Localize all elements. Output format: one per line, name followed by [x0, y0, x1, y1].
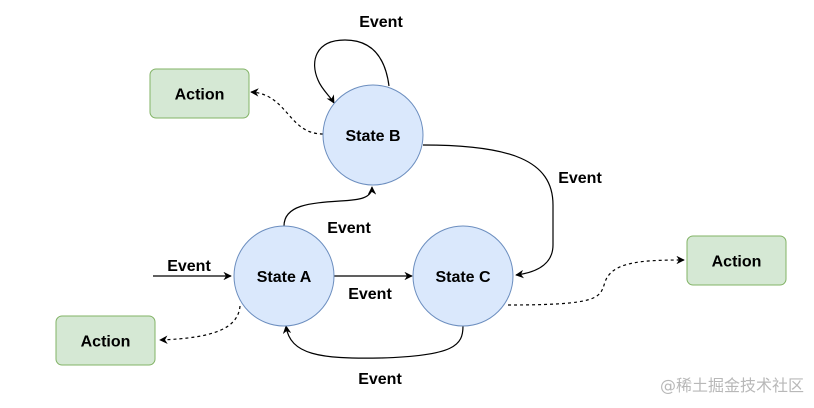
edge-b-self-loop [314, 39, 390, 104]
edge-a-to-b [283, 186, 377, 227]
action-node-top-left: Action [149, 68, 250, 119]
action-label-right: Action [712, 254, 762, 271]
edge-c-to-a [282, 325, 464, 359]
edge-c-to-action-right [507, 255, 685, 306]
event-label-a-to-c: Event [348, 286, 392, 303]
action-label-bottom-left: Action [81, 334, 131, 351]
state-label-b: State B [345, 128, 400, 145]
action-node-bottom-left: Action [55, 315, 156, 366]
edge-b-to-action-top [250, 88, 324, 135]
action-node-right: Action [686, 235, 787, 286]
event-label-b-to-c: Event [558, 170, 602, 187]
event-label-a-to-b: Event [327, 220, 371, 237]
state-label-c: State C [435, 269, 491, 286]
edge-a-to-action-bottom [159, 305, 241, 344]
action-label-top-left: Action [175, 87, 225, 104]
watermark: @稀土掘金技术社区 [659, 376, 804, 395]
state-label-a: State A [257, 269, 312, 286]
state-node-c: State C [412, 225, 514, 327]
state-node-a: State A [233, 225, 335, 327]
edge-b-to-c [422, 144, 554, 279]
event-label-initial: Event [167, 258, 211, 275]
event-label-c-to-a: Event [358, 371, 402, 388]
state-node-b: State B [322, 84, 424, 186]
event-label-self-b: Event [359, 14, 403, 31]
